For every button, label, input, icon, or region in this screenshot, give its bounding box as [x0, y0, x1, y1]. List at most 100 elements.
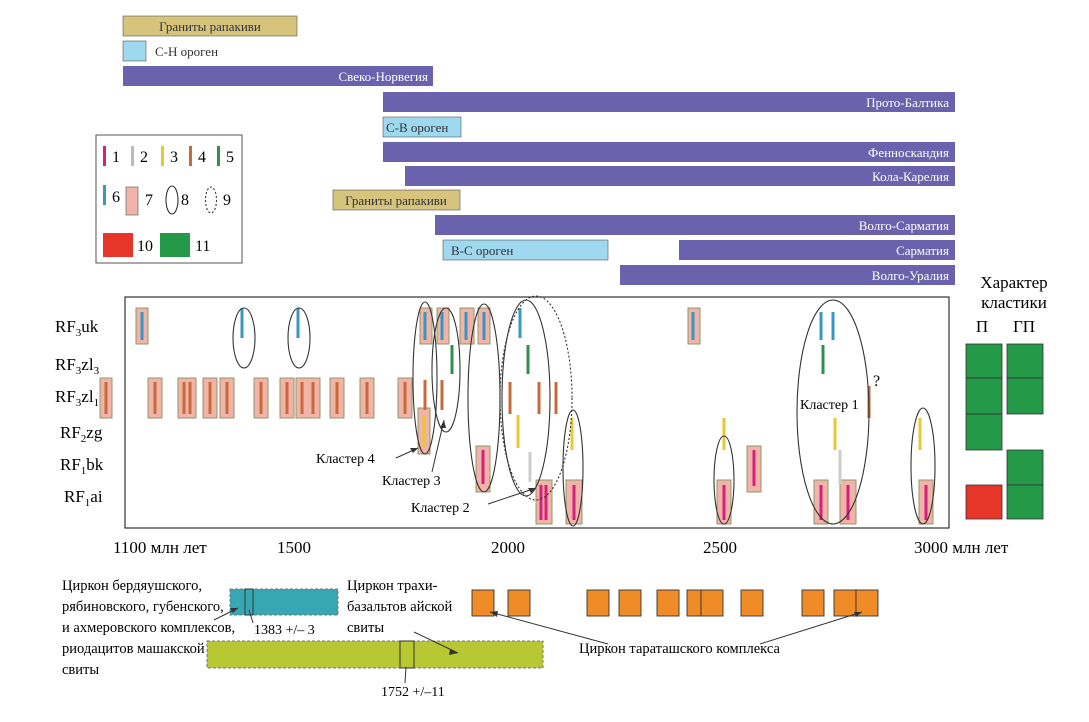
legend-label-5: 5	[226, 149, 234, 166]
zircon-trachy-line: базальтов айской	[347, 599, 452, 615]
cluster-2-arrow	[487, 487, 537, 505]
tara-square	[833, 589, 857, 617]
row-label-rf1bk: RF1bk	[60, 455, 104, 477]
terrane-bars: Граниты рапакиви С-Н ороген Свеко-Норвег…	[122, 15, 955, 285]
cell-gp	[1006, 343, 1044, 379]
cell-gp	[1006, 449, 1044, 486]
zircon-left-line: и ахмеровского комплексов,	[62, 620, 235, 636]
age1-pointer	[248, 609, 254, 624]
ellipse-dashed	[499, 295, 573, 501]
cell-p	[965, 343, 1003, 379]
clastics-title-1: Характер	[980, 273, 1047, 292]
bar-sveko-norvegia	[123, 66, 433, 86]
tara-square	[700, 589, 724, 617]
cluster-3-arrowhead	[440, 420, 446, 428]
age1-label: 1383 +/– 3	[254, 623, 315, 638]
legend-label-2: 2	[140, 149, 148, 166]
box	[295, 377, 321, 419]
bar-rapakivi-2	[332, 189, 461, 211]
legend-swatch-6	[103, 185, 106, 205]
box	[177, 377, 197, 419]
tara-square	[471, 589, 495, 617]
bar-fennoscandia-label: Фенноскандия	[868, 145, 949, 160]
ellipse	[713, 435, 735, 525]
bar-sarmatia	[679, 240, 955, 260]
zircon-left-line: Циркон бердяушского,	[62, 578, 202, 594]
olive-range-bar	[206, 640, 544, 669]
legend-label-7: 7	[145, 192, 153, 209]
trachy-arrowhead	[449, 649, 458, 655]
x-axis: 1100 млн лет 1500 2000 2500 3000 млн лет	[113, 538, 1009, 557]
bar-sn-orogen	[122, 40, 147, 62]
axis-tick-1500: 1500	[277, 538, 311, 557]
bottom-section: Циркон бердяушского, рябиновского, губен…	[62, 578, 879, 700]
cell-gp	[1006, 484, 1044, 520]
teal-arrowhead	[230, 608, 238, 613]
legend-label-6: 6	[112, 189, 120, 206]
bar-sn-orogen-label: С-Н ороген	[155, 44, 218, 59]
zircon-sticks	[104, 308, 928, 520]
tara-squares	[471, 589, 879, 617]
cell-p	[965, 413, 1003, 451]
legend-swatch-10	[103, 233, 133, 257]
bar-sarmatia-label: Сарматия	[896, 243, 949, 258]
tara-square	[686, 589, 702, 617]
row-label-rf3zl1: RF3zl1	[55, 387, 99, 409]
zircon-left-line: рябиновского, губенского,	[62, 599, 224, 615]
tara-square	[656, 589, 680, 617]
clastics-cells	[965, 343, 1044, 520]
legend-symbol-8	[165, 185, 179, 215]
teal-range-marker	[244, 588, 254, 616]
axis-tick-1100: 1100 млн лет	[113, 538, 207, 557]
cluster-4-label: Кластер 4	[316, 452, 375, 467]
legend-label-3: 3	[170, 149, 178, 166]
legend-swatch-2	[131, 146, 134, 166]
tara-arrow-left	[489, 611, 609, 645]
bar-volgo-sarmatia	[435, 215, 955, 235]
clastics-col-p: П	[976, 317, 988, 336]
cluster-2-label: Кластер 2	[411, 501, 470, 516]
bar-volgo-uralia-label: Волго-Уралия	[872, 268, 949, 283]
legend-swatch-3	[161, 146, 164, 166]
legend-label-8: 8	[181, 192, 189, 209]
tara-square	[801, 589, 825, 617]
box	[535, 479, 553, 525]
bar-sveko-norvegia-label: Свеко-Норвегия	[339, 69, 428, 84]
bar-fennoscandia	[383, 142, 955, 162]
legend-swatch-7	[125, 186, 139, 216]
tara-arrow-right	[759, 611, 863, 645]
bar-kola-karelia-label: Кола-Карелия	[872, 169, 949, 184]
ellipse	[562, 409, 584, 527]
legend-label-9: 9	[223, 192, 231, 209]
cluster-3-arrow	[431, 419, 445, 473]
tara-arrowhead-left	[490, 611, 498, 617]
zircon-trachy-line: свиты	[347, 620, 384, 636]
clastics-title-2: кластики	[981, 293, 1047, 312]
legend: 1 2 3 4 5 6 7 8 9 10 11	[95, 134, 243, 264]
axis-tick-2500: 2500	[703, 538, 737, 557]
legend-label-10: 10	[137, 238, 153, 255]
ellipse	[910, 407, 936, 525]
zircon-tara-label: Циркон тараташского комплекса	[579, 641, 780, 657]
tara-square	[740, 589, 764, 617]
axis-tick-2000: 2000	[491, 538, 525, 557]
ellipse	[232, 307, 256, 369]
bar-kola-karelia	[405, 166, 955, 186]
axis-tick-3000: 3000 млн лет	[914, 538, 1009, 557]
row-label-rf3zl3: RF3zl3	[55, 355, 100, 377]
legend-swatch-5	[217, 146, 220, 166]
bar-volgo-uralia	[620, 265, 955, 285]
legend-symbol-9	[204, 186, 218, 214]
tara-square	[855, 589, 879, 617]
tara-square	[507, 589, 531, 617]
cluster-ellipses	[232, 295, 936, 527]
legend-swatch-4	[189, 146, 192, 166]
ellipse	[287, 307, 311, 369]
cluster-1-label: Кластер 1	[800, 398, 859, 413]
cluster-2-arrowhead	[528, 488, 536, 493]
zircon-left-line: свиты	[62, 662, 99, 678]
ellipse	[796, 299, 870, 525]
zircon-trachy-text: Циркон трахи- базальтов айской свиты	[347, 578, 456, 636]
legend-label-11: 11	[195, 238, 210, 255]
bar-proto-baltika-label: Прото-Балтика	[866, 95, 949, 110]
